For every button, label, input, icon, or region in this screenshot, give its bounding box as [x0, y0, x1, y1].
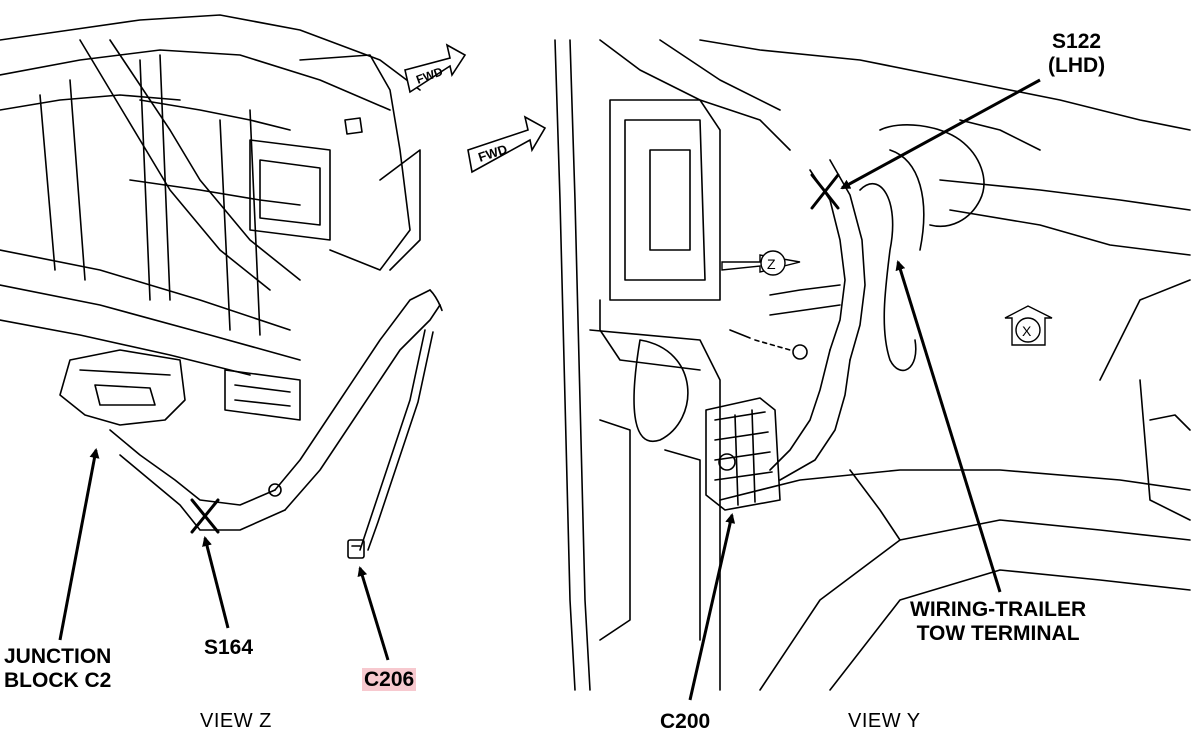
view-z-drawing [0, 14, 443, 559]
view-z-title: VIEW Z [200, 710, 272, 732]
fwd-arrow-y: FWD [467, 115, 547, 174]
view-x-ref-letter: X [1022, 323, 1032, 339]
connector-c206-label: C206 [362, 668, 417, 691]
view-y-drawing [554, 39, 1191, 691]
splice-s122-label: S122 (LHD) [1048, 30, 1106, 77]
view-z-ref-letter: Z [767, 256, 776, 272]
leader-lines-view-y [688, 78, 1041, 701]
view-x-reference-marker: X [1004, 305, 1053, 346]
trailer-tow-terminal-label: WIRING-TRAILER TOW TERMINAL [910, 598, 1087, 645]
fwd-arrow-z: FWD [404, 43, 467, 94]
splice-s164-label: S164 [204, 636, 254, 659]
view-y-title: VIEW Y [848, 710, 921, 732]
leader-lines-view-z [58, 448, 390, 661]
junction-block-label: JUNCTION BLOCK C2 [4, 645, 112, 692]
connector-c200-label: C200 [660, 710, 711, 733]
view-z-reference-marker: Z [721, 250, 801, 276]
